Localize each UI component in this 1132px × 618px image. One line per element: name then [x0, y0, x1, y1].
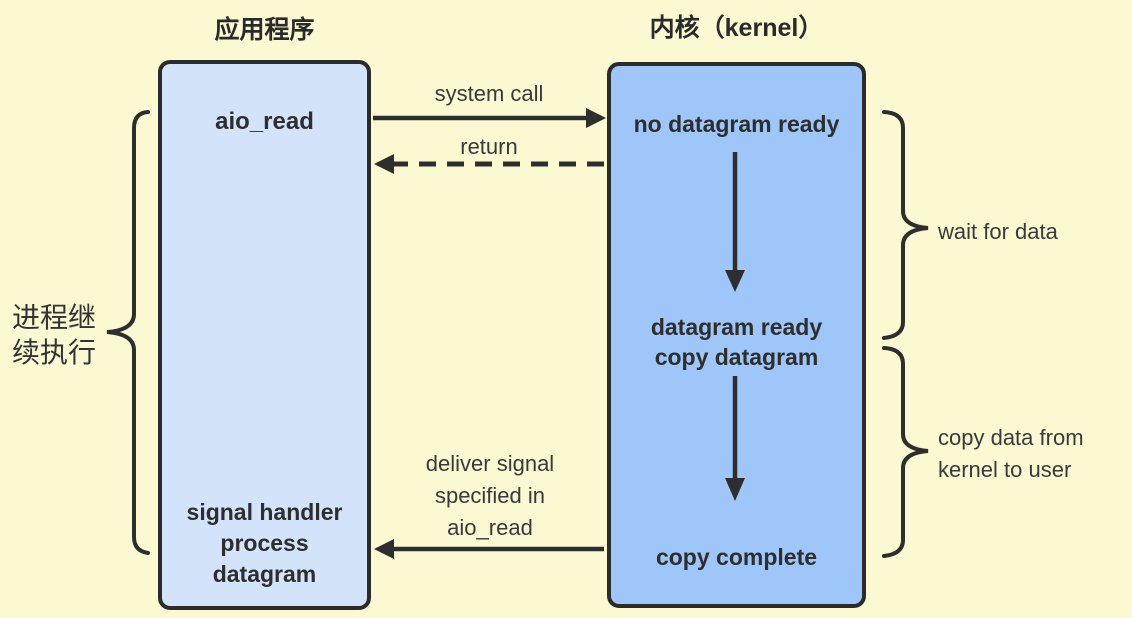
system-call-label: system call [434, 81, 544, 106]
aio-read-label: aio_read [215, 108, 314, 135]
deliver-signal-label-line1: deliver signal [425, 451, 555, 476]
left-brace [106, 110, 150, 555]
process-continues-line1: 进程继 [12, 302, 97, 333]
copy-data-label-line2: kernel to user [938, 457, 1072, 482]
signal-handler-label-line1: signal handler [186, 499, 343, 525]
right-brace-copy [882, 346, 929, 558]
kernel-box: no datagram ready datagram ready copy da… [607, 62, 866, 608]
right-brace-wait [882, 110, 929, 340]
copy-complete-label: copy complete [655, 544, 818, 570]
application-process-box: aio_read signal handler process datagram [158, 60, 371, 610]
copy-data-label-line1: copy data from [938, 425, 1084, 450]
deliver-signal-label-line2: specified in [434, 483, 546, 508]
system-call-arrow [373, 108, 606, 128]
process-continues-line2: 续执行 [12, 337, 97, 368]
signal-handler-label-line2: process [220, 530, 309, 556]
datagram-ready-label: datagram ready [650, 314, 823, 340]
copy-datagram-label: copy datagram [654, 344, 819, 370]
return-label: return [460, 134, 518, 159]
signal-handler-label-line3: datagram [212, 561, 317, 587]
deliver-signal-label-line3: aio_read [447, 515, 533, 540]
kernel-column-title: 内核（kernel） [649, 14, 824, 42]
app-column-title: 应用程序 [214, 16, 315, 44]
wait-for-data-label: wait for data [938, 219, 1058, 244]
process-continues-label: 进程继 续执行 [12, 300, 96, 370]
no-datagram-ready-label: no datagram ready [633, 111, 840, 137]
